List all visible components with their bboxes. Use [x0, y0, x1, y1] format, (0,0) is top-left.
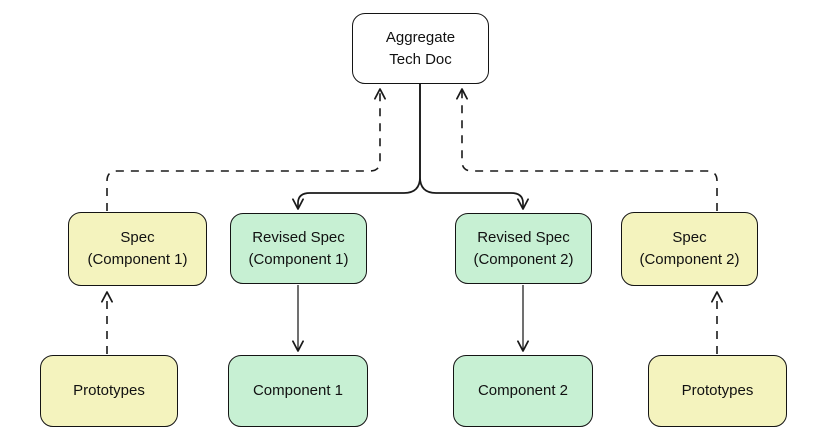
- node-component-2: Component 2: [453, 355, 593, 427]
- edge-spec2-to-aggregate: [456, 88, 718, 211]
- node-label-line1: Aggregate: [385, 28, 456, 46]
- edge-aggregate-to-revised2: [419, 84, 529, 210]
- node-label-line2: (Component 1): [87, 251, 188, 268]
- node-prototypes-right: Prototypes: [648, 355, 787, 427]
- node-spec-component-1: Spec (Component 1): [68, 212, 207, 286]
- node-label-line1: Component 2: [477, 382, 569, 399]
- node-label-line1: Prototypes: [73, 382, 145, 399]
- node-component-1: Component 1: [228, 355, 368, 427]
- node-label-line1: Prototypes: [681, 382, 754, 399]
- node-label-line1: Spec: [672, 229, 707, 246]
- node-label-line1: Spec: [120, 229, 155, 246]
- node-label-line2: (Component 1): [248, 250, 349, 268]
- edge-aggregate-to-revised1: [292, 84, 421, 210]
- node-spec-component-2: Spec (Component 2): [621, 212, 758, 286]
- node-label-line1: Revised Spec: [252, 228, 345, 246]
- edge-spec1-to-aggregate: [106, 88, 386, 211]
- node-label-line2: Tech Doc: [389, 50, 452, 68]
- node-revised-spec-component-2: Revised Spec (Component 2): [455, 213, 592, 284]
- node-revised-spec-component-1: Revised Spec (Component 1): [230, 213, 367, 284]
- node-label-line2: (Component 2): [473, 250, 574, 268]
- node-prototypes-left: Prototypes: [40, 355, 178, 427]
- node-label-line2: (Component 2): [639, 251, 740, 268]
- node-aggregate-tech-doc: Aggregate Tech Doc: [352, 13, 489, 84]
- node-label-line1: Revised Spec: [477, 228, 570, 246]
- node-label-line1: Component 1: [252, 382, 344, 399]
